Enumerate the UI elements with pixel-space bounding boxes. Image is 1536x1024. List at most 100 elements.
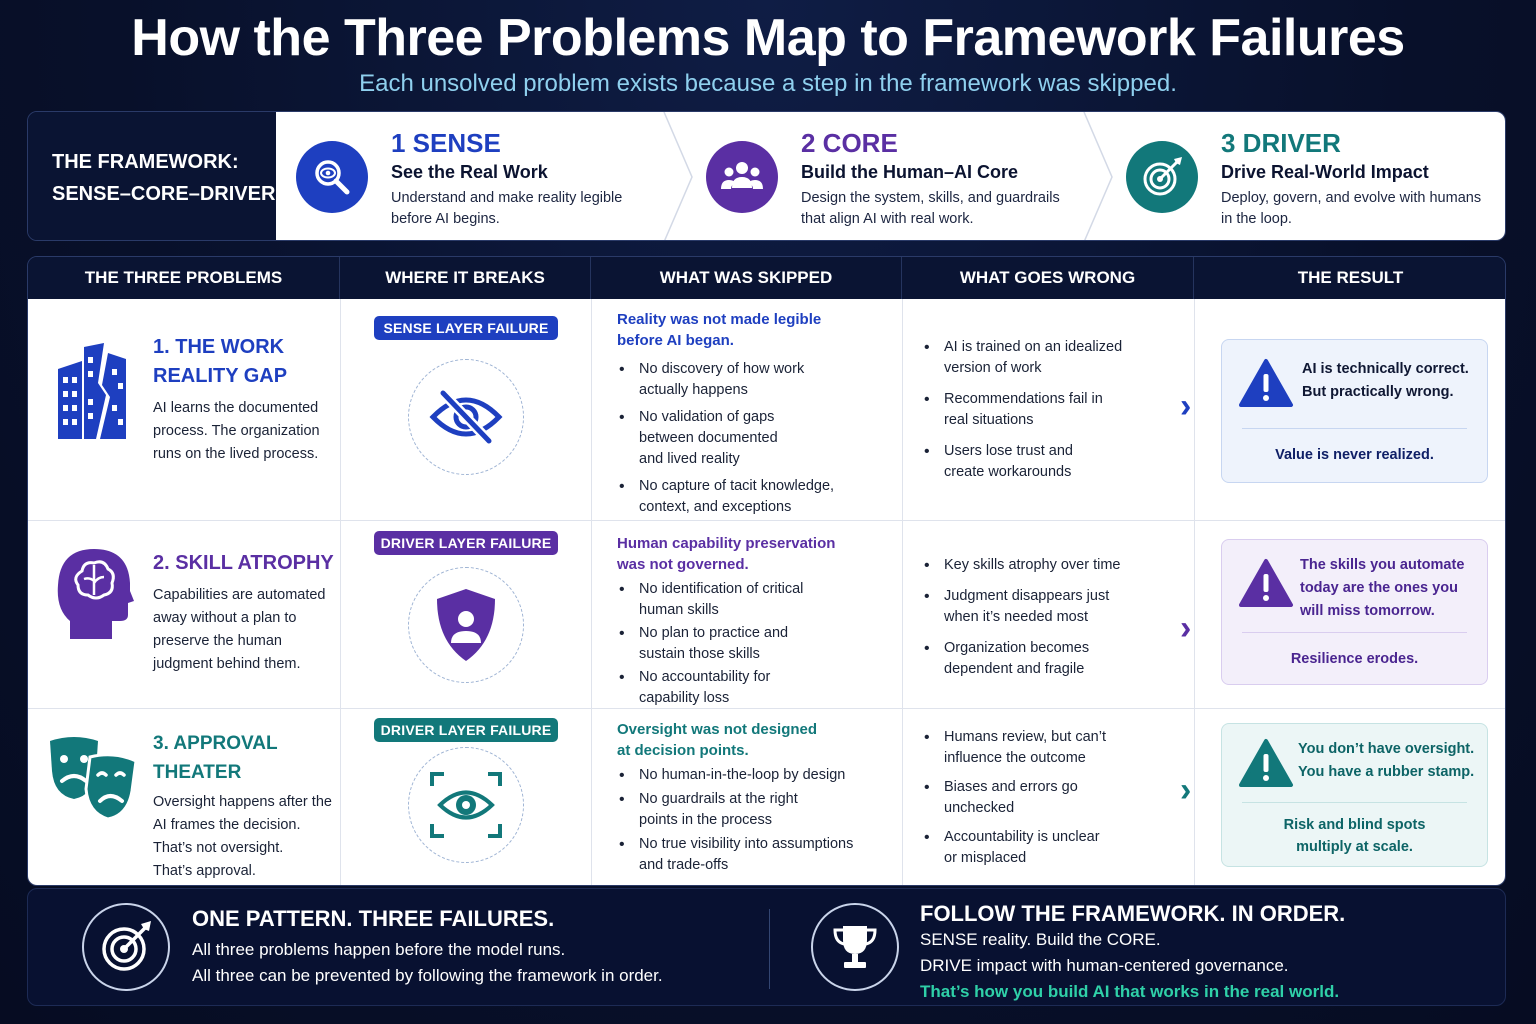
step-heading: Build the Human–AI Core: [801, 162, 1019, 182]
warning-icon: [1239, 559, 1293, 607]
trophy-icon: [811, 903, 899, 991]
eye-slash-icon: [408, 359, 524, 475]
broken-building-icon: [58, 343, 126, 439]
chevron-right-icon: ›: [1180, 387, 1192, 425]
skipped-heading: was not governed.: [617, 556, 749, 573]
warning-icon: [1239, 739, 1293, 787]
problem-name: 1. THE WORK: [153, 336, 285, 358]
step-number: 2 CORE: [801, 128, 898, 158]
problem-name: 3. APPROVAL THEATER: [153, 733, 278, 783]
list-item: No capture of tacit knowledge,context, a…: [617, 476, 887, 518]
chevron-right-icon: ›: [1180, 771, 1192, 809]
table-row: 1. THE WORK REALITY GAP AI learns the do…: [28, 299, 1505, 521]
framework-steps: 1 SENSE See the Real Work Understand and…: [276, 112, 1505, 240]
magnifier-icon: [296, 141, 368, 213]
table-row: 3. APPROVAL THEATER Oversight happens af…: [28, 709, 1505, 885]
shield-user-icon: [408, 567, 524, 683]
target-arrow-icon: [82, 903, 170, 991]
step-number: 3 DRIVER: [1221, 128, 1341, 158]
problem-name: 2. SKILL ATROPHY: [153, 552, 334, 574]
people-group-icon: [706, 141, 778, 213]
chevron-right-icon: [663, 112, 693, 240]
target-arrow-icon: [1126, 141, 1198, 213]
page-title: How the Three Problems Map to Framework …: [131, 9, 1405, 67]
failure-badge: SENSE LAYER FAILURE: [374, 316, 558, 340]
skipped-heading: Oversight was not designed: [617, 721, 818, 738]
brain-head-icon: [57, 549, 134, 639]
summary-right-text: SENSE reality. Build the CORE. DRIVE imp…: [920, 927, 1339, 1005]
step-description: Design the system, skills, and guardrail…: [801, 190, 1060, 227]
framework-label-line1: THE FRAMEWORK:: [52, 151, 239, 173]
table-body: 1. THE WORK REALITY GAP AI learns the do…: [28, 299, 1505, 885]
chevron-right-icon: [1083, 112, 1113, 240]
skipped-heading: at decision points.: [617, 742, 749, 759]
result-card: You don’t have oversight.You have a rubb…: [1221, 723, 1488, 867]
warning-icon: [1239, 359, 1293, 407]
column-header: THE RESULT: [1297, 268, 1404, 287]
framework-step-driver: 3 DRIVER Drive Real-World Impact Deploy,…: [1106, 112, 1505, 240]
table-header: THE THREE PROBLEMS WHERE IT BREAKS WHAT …: [28, 257, 1505, 299]
framework-step-sense: 1 SENSE See the Real Work Understand and…: [276, 112, 686, 240]
theater-masks-icon: [50, 737, 138, 821]
step-number: 1 SENSE: [391, 128, 501, 158]
result-outcome: Resilience erodes.: [1290, 651, 1419, 667]
problems-table: THE THREE PROBLEMS WHERE IT BREAKS WHAT …: [27, 256, 1506, 886]
summary-right-heading: FOLLOW THE FRAMEWORK. IN ORDER.: [920, 901, 1346, 926]
scan-eye-icon: [408, 747, 524, 863]
skipped-heading: Reality was not made legible: [617, 311, 822, 328]
column-header: THE THREE PROBLEMS: [28, 257, 340, 299]
summary-banner: ONE PATTERN. THREE FAILURES. All three p…: [27, 888, 1506, 1006]
column-header: WHAT WAS SKIPPED: [591, 257, 902, 299]
column-header: WHAT GOES WRONG: [902, 257, 1194, 299]
column-header: WHERE IT BREAKS: [340, 257, 591, 299]
chevron-right-icon: ›: [1180, 609, 1192, 647]
framework-label-line2: SENSE–CORE–DRIVER: [52, 183, 276, 205]
summary-left-heading: ONE PATTERN. THREE FAILURES.: [192, 906, 555, 931]
skipped-list: No human-in-the-loop by design No guardr…: [617, 765, 892, 876]
list-item: No human-in-the-loop by design: [617, 765, 892, 786]
result-card: AI is technically correct.But practicall…: [1221, 339, 1488, 483]
step-heading: Drive Real-World Impact: [1221, 162, 1429, 182]
framework-label: THE FRAMEWORK: SENSE–CORE–DRIVER: [28, 112, 276, 240]
skipped-heading: before AI began.: [617, 332, 734, 349]
step-heading: See the Real Work: [391, 162, 548, 182]
result-statement: You don’t have oversight.You have a rubb…: [1298, 741, 1475, 780]
summary-right-tagline: That’s how you build AI that works in th…: [920, 982, 1340, 1001]
framework-step-core: 2 CORE Build the Human–AI Core Design th…: [686, 112, 1106, 240]
summary-left-text: All three problems happen before the mod…: [192, 940, 663, 985]
skipped-heading: Human capability preservation: [617, 535, 836, 552]
failure-badge: DRIVER LAYER FAILURE: [374, 531, 558, 555]
page-subtitle: Each unsolved problem exists because a s…: [359, 70, 1177, 97]
table-row: 2. SKILL ATROPHY Capabilities are automa…: [28, 521, 1505, 709]
problem-name: REALITY GAP: [153, 365, 288, 387]
list-item: Key skills atrophy over time: [922, 555, 1182, 576]
consequences-list: Key skills atrophy over time Judgment di…: [922, 555, 1182, 680]
result-outcome: Value is never realized.: [1275, 447, 1434, 463]
failure-badge: DRIVER LAYER FAILURE: [374, 718, 558, 742]
